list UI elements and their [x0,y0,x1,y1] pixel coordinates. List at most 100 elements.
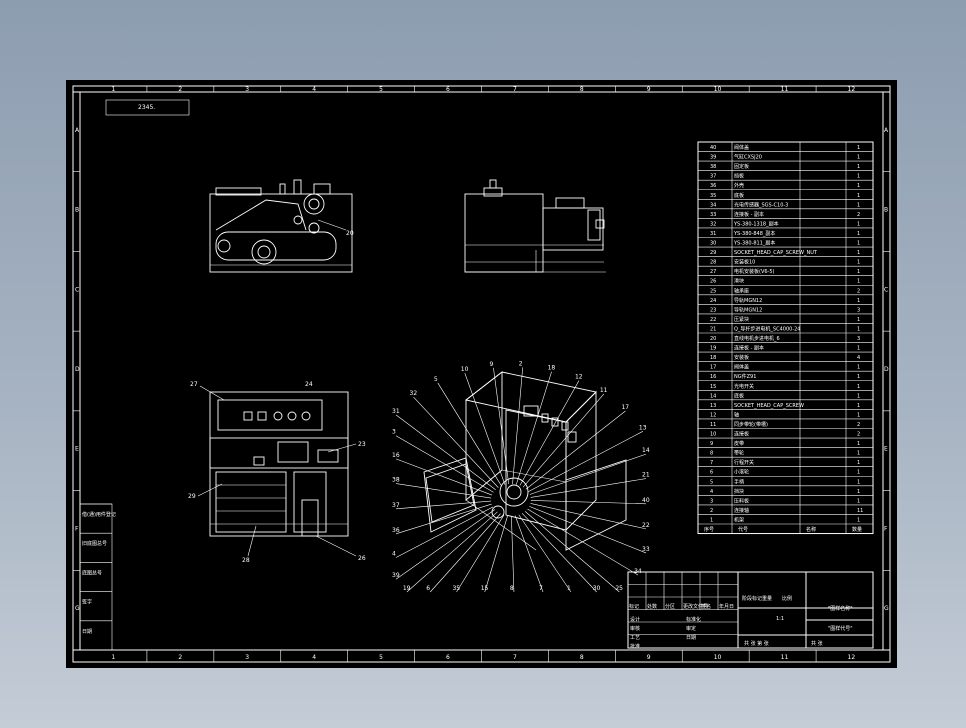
zone-col-label: 7 [513,86,517,93]
svg-text:7: 7 [710,460,713,466]
stamp-label: 旧底图总号 [82,540,107,547]
zone-col-label: 4 [312,654,316,661]
iso-callout-label: 8 [510,585,514,592]
svg-text:NG件Z91: NG件Z91 [734,373,756,380]
svg-text:1: 1 [857,231,860,237]
zone-col-label: 12 [848,654,856,661]
svg-text:YS-380-811_副本: YS-380-811_副本 [733,240,775,247]
svg-text:小滚轮: 小滚轮 [734,469,749,476]
zone-row-label: A [884,127,889,134]
svg-text:40: 40 [710,145,716,151]
svg-text:22: 22 [710,317,716,323]
svg-text:固定板: 固定板 [734,163,749,170]
svg-text:32: 32 [710,221,716,227]
zone-row-label: D [75,366,80,373]
svg-text:1: 1 [857,403,860,409]
svg-text:26: 26 [710,279,716,285]
svg-text:底板: 底板 [734,392,744,399]
svg-text:1: 1 [857,298,860,304]
iso-callout-label: 17 [621,404,629,411]
iso-callout-label: 39 [392,572,400,579]
sign-row-value: 标准化 [686,616,701,623]
iso-callout-label: 12 [575,374,583,381]
iso-callout-label: 11 [600,387,608,394]
zone-col-label: 4 [312,86,316,93]
side-view-callout: 20 [346,230,354,237]
svg-text:18: 18 [710,355,716,361]
svg-text:2: 2 [857,422,860,428]
svg-text:9: 9 [710,441,713,447]
iso-callout-label: 7 [539,585,543,592]
svg-text:2: 2 [857,432,860,438]
svg-text:Q_导杆步进电机_SC4000-24: Q_导杆步进电机_SC4000-24 [734,325,801,332]
iso-callout-label: 40 [642,497,650,504]
zone-col-label: 11 [781,654,789,661]
sign-row-value: 审定 [686,625,696,632]
svg-text:导轨MGN12: 导轨MGN12 [734,306,762,313]
svg-text:1: 1 [857,460,860,466]
zone-row-label: B [75,207,79,214]
svg-text:4: 4 [710,489,713,495]
rev-header: 处数 [647,603,657,610]
svg-text:YS-380-848_副本: YS-380-848_副本 [733,230,775,237]
svg-text:35: 35 [710,193,716,199]
zone-col-label: 8 [580,86,584,93]
svg-text:1: 1 [857,517,860,523]
svg-text:行程开关: 行程开关 [734,459,754,466]
zone-row-label: F [75,525,79,532]
zone-col-label: 7 [513,654,517,661]
svg-text:安装板10: 安装板10 [734,259,755,266]
iso-callout-label: 6 [426,585,430,592]
zone-row-label: E [75,446,79,453]
svg-text:27: 27 [190,381,198,388]
zone-col-label: 9 [647,654,651,661]
svg-text:23: 23 [710,307,716,313]
zone-col-label: 8 [580,654,584,661]
parts-list-header: 代号 [738,526,748,533]
svg-text:1: 1 [857,384,860,390]
svg-text:1: 1 [857,365,860,371]
iso-callout-label: 22 [642,522,650,529]
iso-callout-label: 3 [392,429,396,436]
svg-text:1: 1 [857,489,860,495]
svg-text:31: 31 [710,231,716,237]
zone-col-label: 2 [178,86,182,93]
parts-list-row: 31 YS-380-848_副本 1 [710,230,860,237]
svg-text:1: 1 [857,441,860,447]
svg-text:1: 1 [857,479,860,485]
rev-header: 分区 [665,603,675,610]
svg-text:24: 24 [710,298,716,304]
stamp-label: 日期 [82,629,92,635]
svg-text:1: 1 [857,279,860,285]
iso-callout-label: 4 [392,551,396,558]
svg-text:5: 5 [710,479,713,485]
zone-row-label: B [884,207,888,214]
svg-text:2: 2 [710,508,713,514]
svg-text:1: 1 [710,517,713,523]
svg-text:1: 1 [857,317,860,323]
iso-callout-label: 37 [392,502,400,509]
zone-row-label: F [884,525,888,532]
svg-text:36: 36 [710,183,716,189]
svg-text:19: 19 [710,346,716,352]
svg-text:1: 1 [857,393,860,399]
svg-text:15: 15 [710,384,716,390]
svg-text:3: 3 [857,336,860,342]
svg-text:20: 20 [710,336,716,342]
svg-text:11: 11 [710,422,716,428]
svg-text:4: 4 [857,355,860,361]
iso-callout-label: 31 [392,408,400,415]
